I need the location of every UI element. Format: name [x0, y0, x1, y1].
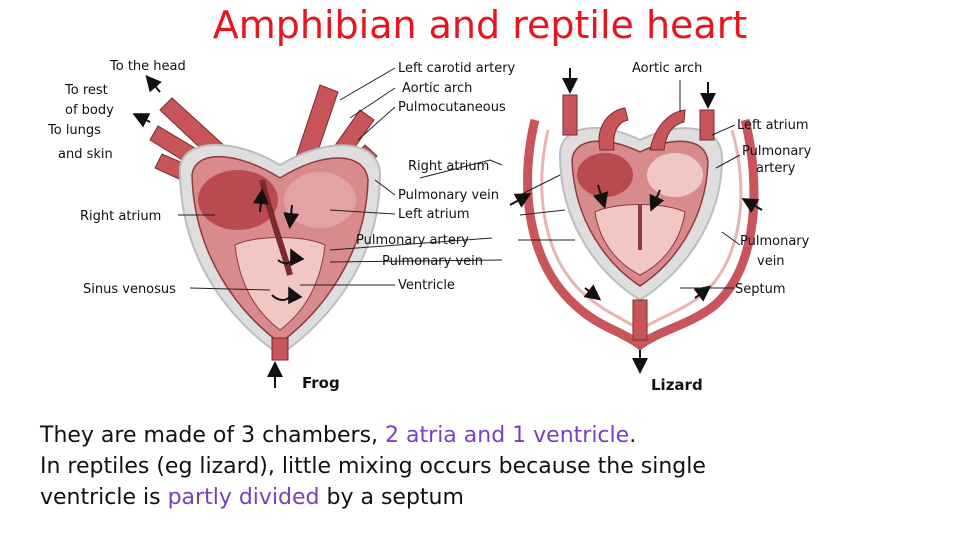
label-to-lungs-2: and skin: [58, 147, 113, 162]
slide-title: Amphibian and reptile heart: [212, 3, 748, 47]
lizard-flow-arrows: [509, 68, 763, 374]
lizard-heart: [509, 68, 763, 374]
caption-line-1-post: .: [629, 423, 637, 448]
caption-line-3-post: by a septum: [319, 485, 464, 510]
label-frog-right-atrium: Right atrium: [80, 209, 161, 224]
label-frog: Frog: [302, 374, 340, 392]
label-pulmonary-artery: Pulmonary artery: [356, 233, 469, 248]
label-pulmonary-vein: Pulmonary vein: [398, 188, 499, 203]
leader-lines: [178, 67, 741, 291]
label-to-lungs-1: To lungs: [47, 123, 101, 138]
frog-right-atrium: [198, 170, 278, 230]
label-lizard-pulmonary-vein-1: Pulmonary: [740, 234, 810, 249]
frog-left-atrium: [284, 172, 356, 228]
label-pulmocutaneous: Pulmocutaneous: [398, 100, 506, 115]
frog-labels: To the head To rest of body To lungs and…: [47, 59, 340, 392]
caption-line-1-pre: They are made of 3 chambers,: [40, 423, 386, 448]
frog-sinus-vessel: [271, 337, 289, 361]
label-pulmonary-vein-2: Pulmonary vein: [382, 254, 483, 269]
label-to-rest-2: of body: [65, 103, 114, 118]
lizard-right-atrium: [577, 153, 633, 197]
lizard-outer-loop: [523, 118, 759, 351]
label-to-rest-1: To rest: [64, 83, 108, 98]
caption-highlight-atria: 2 atria and 1 ventricle: [385, 423, 630, 448]
label-left-atrium-frog: Left atrium: [398, 207, 470, 222]
lizard-top-vessels: [562, 94, 715, 151]
lizard-left-atrium: [647, 153, 703, 197]
label-lizard-left-atrium: Left atrium: [737, 118, 809, 133]
label-lizard: Lizard: [651, 376, 703, 394]
caption-line-2: In reptiles (eg lizard), little mixing o…: [40, 454, 706, 479]
label-lizard-pulmonary-artery-1: Pulmonary: [742, 144, 812, 159]
label-ventricle: Ventricle: [398, 278, 455, 293]
caption-text: They are made of 3 chambers, 2 atria and…: [40, 420, 940, 513]
caption-line-3: ventricle is partly divided by a septum: [40, 482, 940, 513]
frog-flow-arrows: [132, 74, 305, 388]
label-left-carotid-artery: Left carotid artery: [398, 61, 516, 76]
label-to-the-head: To the head: [109, 59, 186, 74]
caption-line-3-pre: ventricle is: [40, 485, 168, 510]
label-sinus-venosus: Sinus venosus: [83, 282, 176, 297]
label-lizard-aortic-arch: Aortic arch: [632, 61, 702, 76]
frog-heart: [132, 74, 382, 388]
label-septum: Septum: [735, 282, 786, 297]
label-lizard-pulmonary-vein-2: vein: [757, 254, 785, 269]
shared-labels: Left carotid artery Aortic arch Pulmocut…: [356, 61, 516, 293]
lizard-labels: Aortic arch Left atrium Pulmonary artery…: [632, 61, 812, 394]
label-lizard-pulmonary-artery-2: artery: [756, 161, 796, 176]
caption-highlight-divided: partly divided: [167, 485, 320, 510]
label-aortic-arch-frog: Aortic arch: [402, 81, 472, 96]
lizard-bottom-vessel: [632, 299, 648, 341]
caption-line-1: They are made of 3 chambers, 2 atria and…: [40, 420, 940, 451]
label-lizard-right-atrium: Right atrium: [408, 159, 489, 174]
